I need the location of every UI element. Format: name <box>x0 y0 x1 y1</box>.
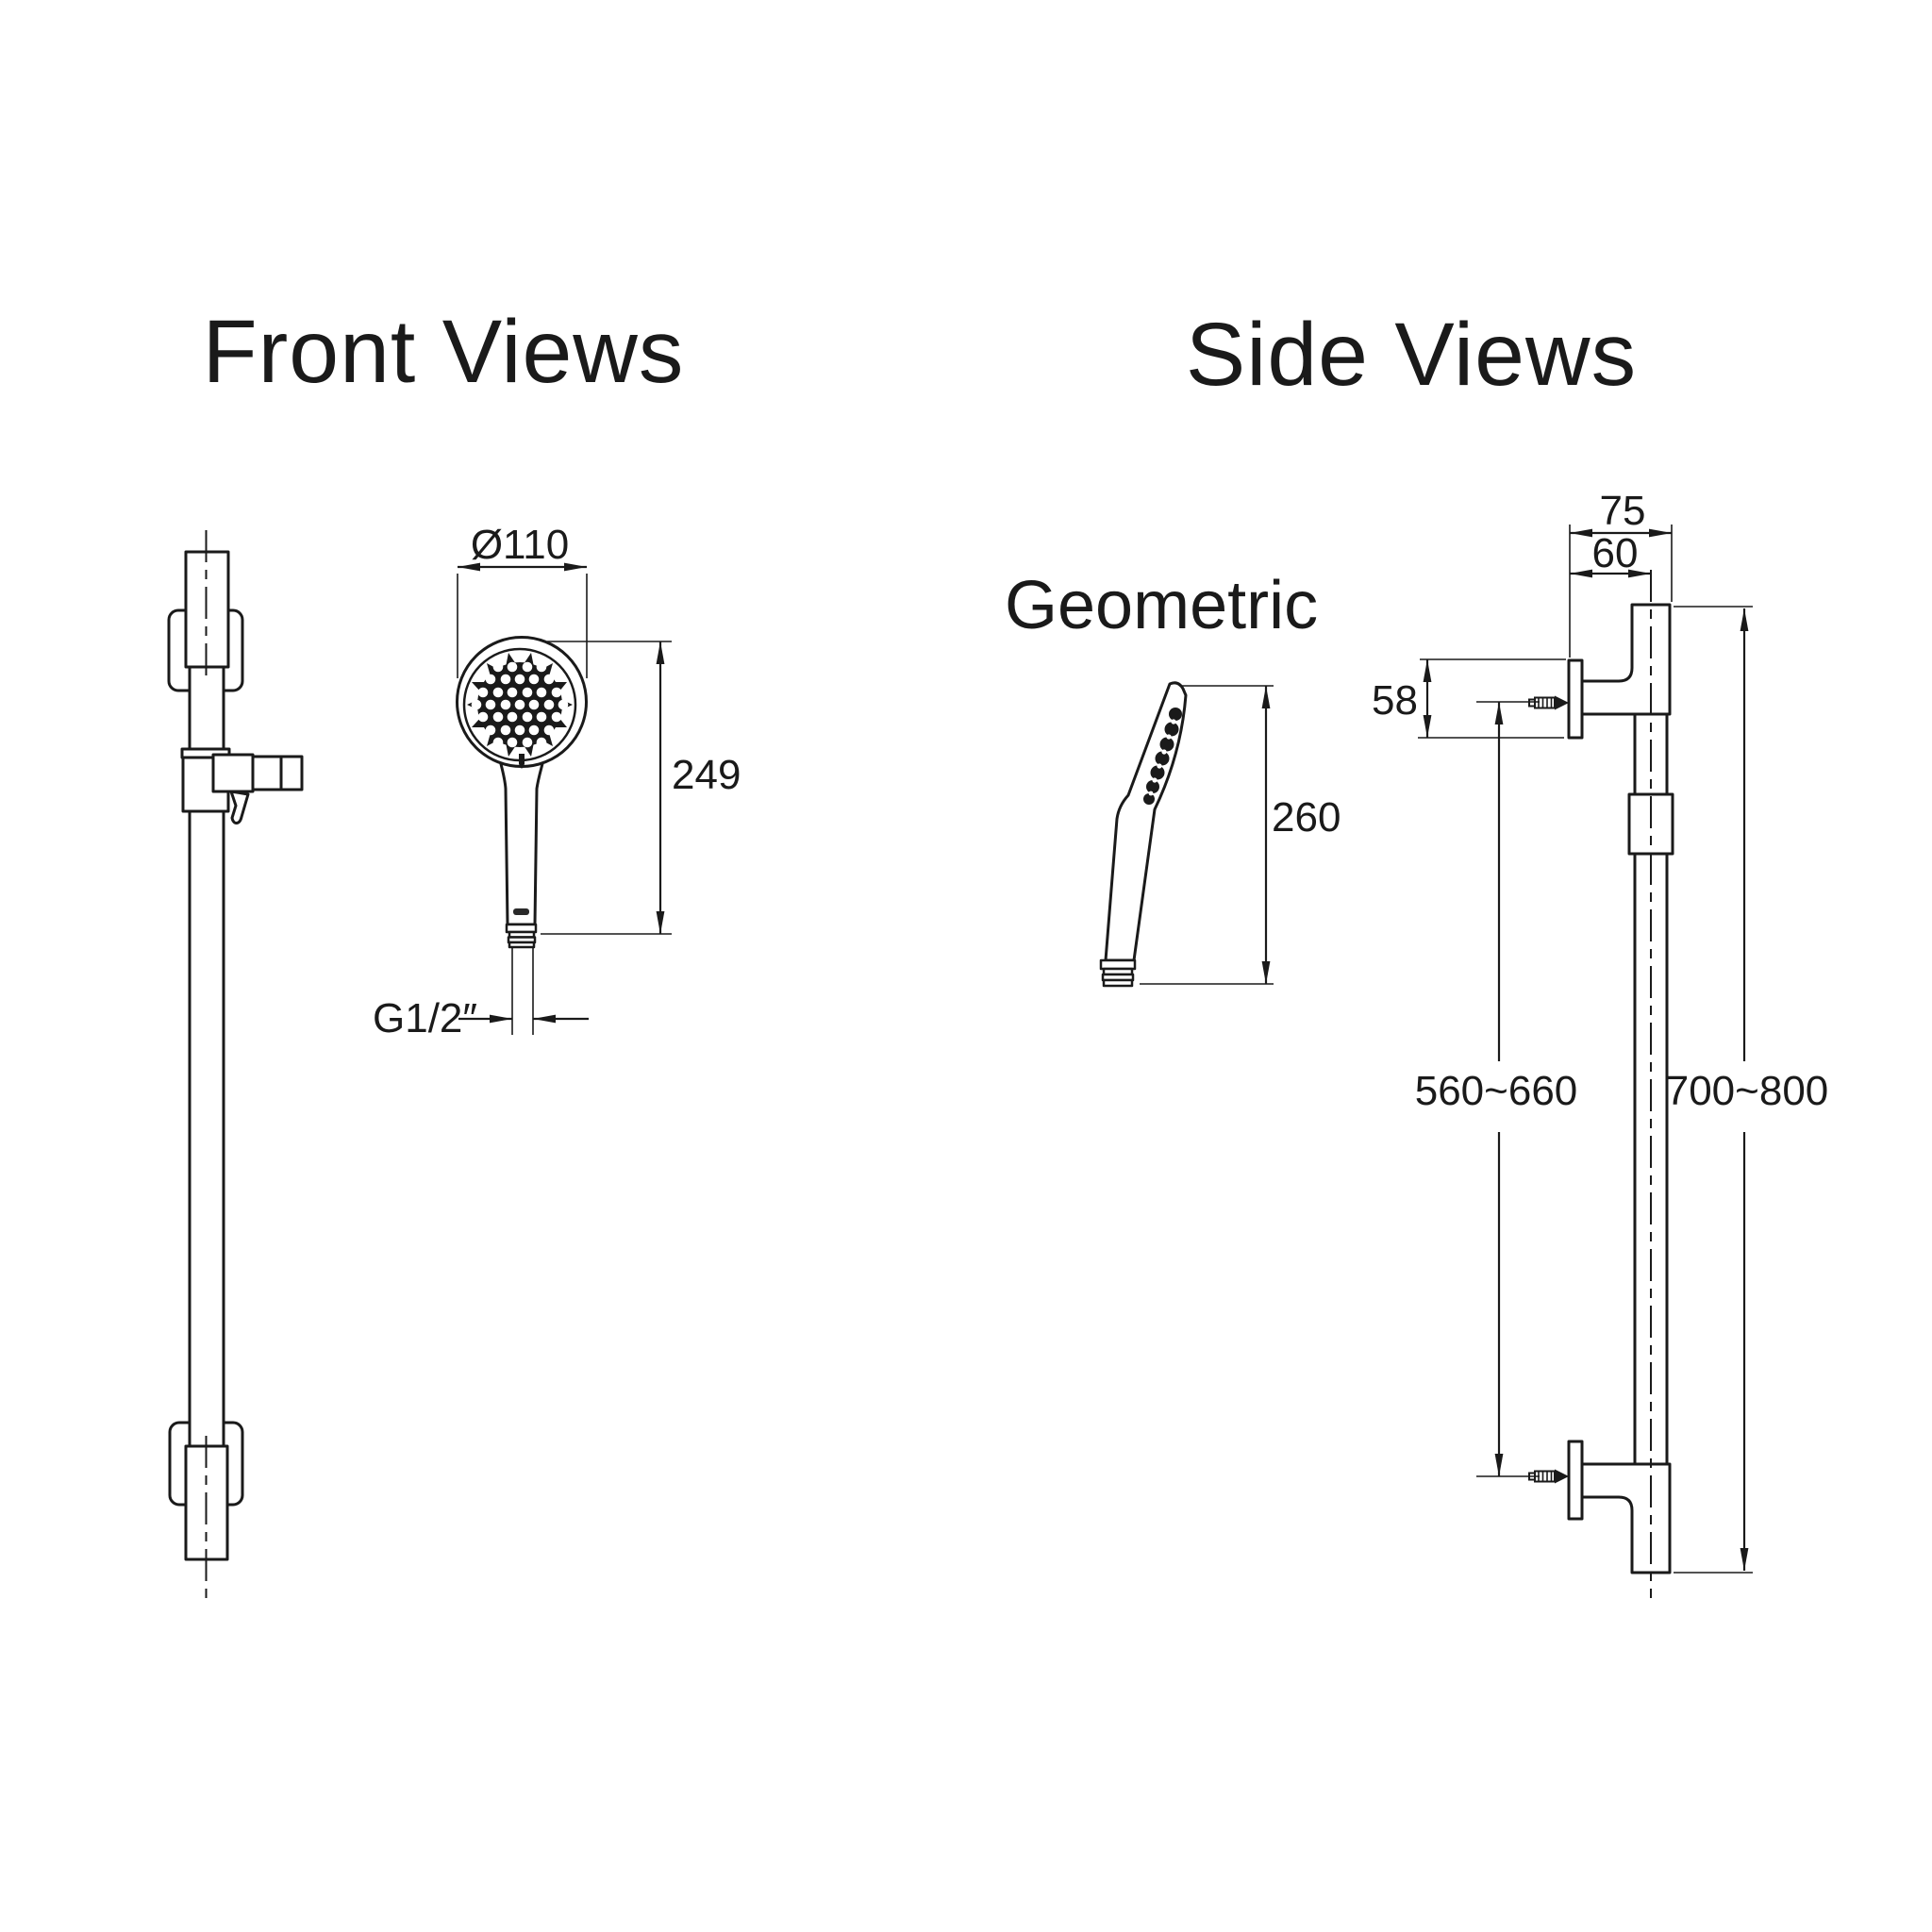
dim-head-diameter: Ø110 <box>471 522 569 568</box>
dim-side-shower-height: 260 <box>1272 794 1341 841</box>
nozzle-holes <box>471 661 569 748</box>
handshower-handle <box>495 746 548 926</box>
holder-arm-cup <box>279 755 304 791</box>
side-bottom-bracket <box>1580 1462 1672 1574</box>
dim-bar-length: 700~800 <box>1666 1068 1829 1114</box>
top-wall-plate <box>1567 658 1584 740</box>
side-spray-face <box>1143 708 1182 805</box>
front-slidebar-drawing <box>167 530 304 1604</box>
side-views-title: Side Views <box>1186 305 1637 405</box>
slider-lock-lever <box>229 790 250 824</box>
side-handshower-dimensions: 260 <box>1140 685 1341 985</box>
dim-thread-size: G1/2″ <box>373 995 477 1041</box>
dim-bar-center-60: 60 <box>1592 530 1639 576</box>
bottom-wall-plate <box>1567 1440 1584 1521</box>
side-slidebar-drawing <box>1528 570 1674 1598</box>
holder-arm-inner <box>211 753 255 793</box>
dim-plate-height-58: 58 <box>1372 677 1418 724</box>
side-slidebar-dimensions: 75 60 58 560~660 700~800 <box>1372 488 1829 1574</box>
top-mounting-screw <box>1528 695 1569 710</box>
front-views-title: Front Views <box>203 302 685 402</box>
side-top-bracket <box>1580 603 1672 716</box>
dim-overall-height-front: 249 <box>672 752 741 798</box>
side-handshower-drawing <box>1099 681 1188 988</box>
front-handshower-dimensions: Ø110 249 G1/2″ <box>373 522 741 1041</box>
faceplate-bottom-nub <box>519 754 525 769</box>
side-connector-flange <box>1099 958 1137 971</box>
side-connector-thread-3 <box>1102 978 1134 988</box>
front-handshower-drawing <box>456 636 588 949</box>
brand-mark <box>513 908 529 915</box>
connector-thread-3 <box>508 941 536 949</box>
holder-arm-mid <box>251 755 283 791</box>
geometric-label: Geometric <box>1005 568 1318 643</box>
side-spray-face-gaps <box>1148 719 1176 796</box>
dim-hole-span: 560~660 <box>1415 1068 1578 1114</box>
dim-bar-depth-75: 75 <box>1600 488 1646 534</box>
